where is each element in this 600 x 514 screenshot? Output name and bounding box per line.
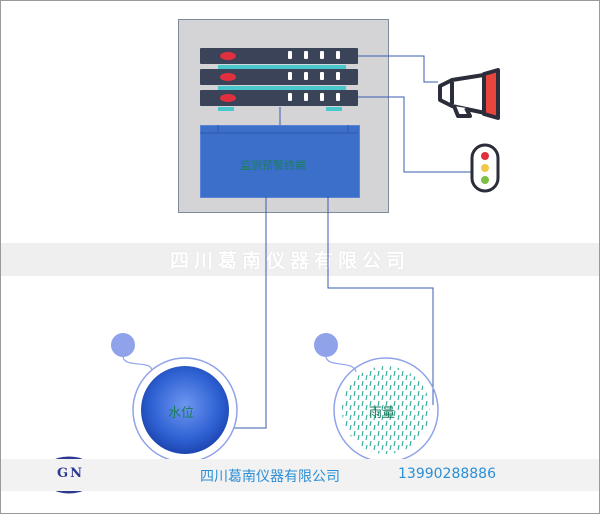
status-led: [220, 73, 236, 81]
port-led: [336, 72, 340, 80]
rack-unit-3: [200, 90, 358, 106]
footer-company-name: 四川葛南仪器有限公司: [200, 469, 340, 485]
rain-gauge-sensor-icon: [314, 333, 439, 463]
monitor-terminal: [200, 125, 360, 198]
rack-unit-2: [200, 69, 358, 85]
port-led: [336, 93, 340, 101]
port-led: [288, 72, 292, 80]
port-led: [304, 93, 308, 101]
water-level-sensor-icon: [111, 333, 238, 463]
rack-divider-1: [218, 65, 346, 69]
rack-unit-1: [200, 48, 358, 64]
water-level-label: 水位: [168, 406, 195, 421]
company-logo-letters: GN: [57, 466, 84, 481]
status-led: [220, 52, 236, 60]
siren-icon: [438, 68, 500, 120]
port-led: [288, 51, 292, 59]
rack-divider-2: [218, 86, 346, 90]
traffic-light-icon: [470, 143, 500, 193]
port-led: [320, 72, 324, 80]
rain-gauge-label: 雨量: [369, 406, 396, 421]
status-led: [220, 94, 236, 102]
footer-band: [1, 459, 599, 491]
port-led: [320, 93, 324, 101]
port-led: [304, 51, 308, 59]
port-led: [304, 72, 308, 80]
monitor-terminal-label: 监测预警终端: [240, 159, 306, 172]
port-led: [320, 51, 324, 59]
watermark-text: 四川葛南仪器有限公司: [170, 250, 411, 272]
port-led: [336, 51, 340, 59]
watermark-band: [1, 243, 599, 276]
rack-foot-right: [326, 107, 342, 111]
rack-foot-left: [218, 107, 234, 111]
port-led: [288, 93, 292, 101]
footer-phone-number: 13990288886: [398, 466, 496, 482]
